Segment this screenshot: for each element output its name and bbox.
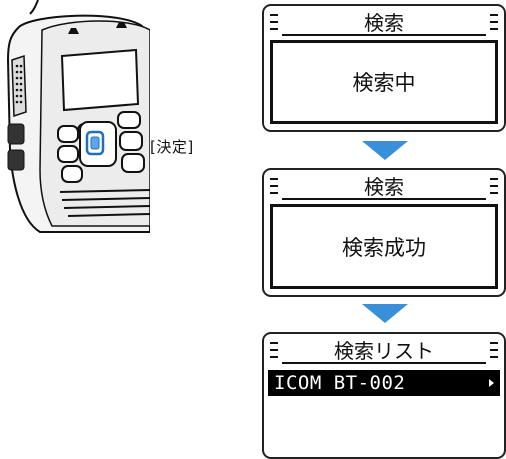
arrow-down-icon [362, 141, 408, 160]
menu-lines-icon [490, 177, 498, 195]
screen-search-success: 検索 検索成功 [262, 168, 506, 297]
device-list: ICOM BT-002 [268, 370, 500, 396]
menu-lines-icon [490, 13, 498, 31]
screen-title-bar: 検索リスト [268, 338, 500, 364]
title-underline [282, 362, 486, 364]
arrow-down-icon [362, 304, 408, 323]
message-box: 検索成功 [270, 204, 498, 289]
select-key-label: [決定] [150, 138, 194, 156]
screen-title: 検索 [364, 175, 404, 199]
screen-title-bar: 検索 [268, 10, 500, 36]
list-item[interactable]: ICOM BT-002 [268, 370, 500, 396]
status-message: 検索中 [352, 71, 416, 95]
menu-lines-icon [490, 341, 498, 359]
screen-title: 検索リスト [334, 339, 434, 363]
title-underline [282, 198, 486, 200]
status-message: 検索成功 [342, 235, 426, 260]
message-box: 検索中 [270, 40, 498, 124]
menu-lines-icon [270, 177, 278, 195]
device-illustration [6, 0, 150, 233]
screen-search-list: 検索リスト ICOM BT-002 [262, 332, 506, 459]
screen-title: 検索 [364, 11, 404, 35]
title-underline [282, 34, 486, 36]
menu-lines-icon [270, 13, 278, 31]
screen-searching: 検索 検索中 [262, 4, 506, 132]
list-item-label: ICOM BT-002 [274, 372, 406, 394]
menu-lines-icon [270, 341, 278, 359]
chevron-right-icon [489, 379, 494, 387]
screen-title-bar: 検索 [268, 174, 500, 200]
